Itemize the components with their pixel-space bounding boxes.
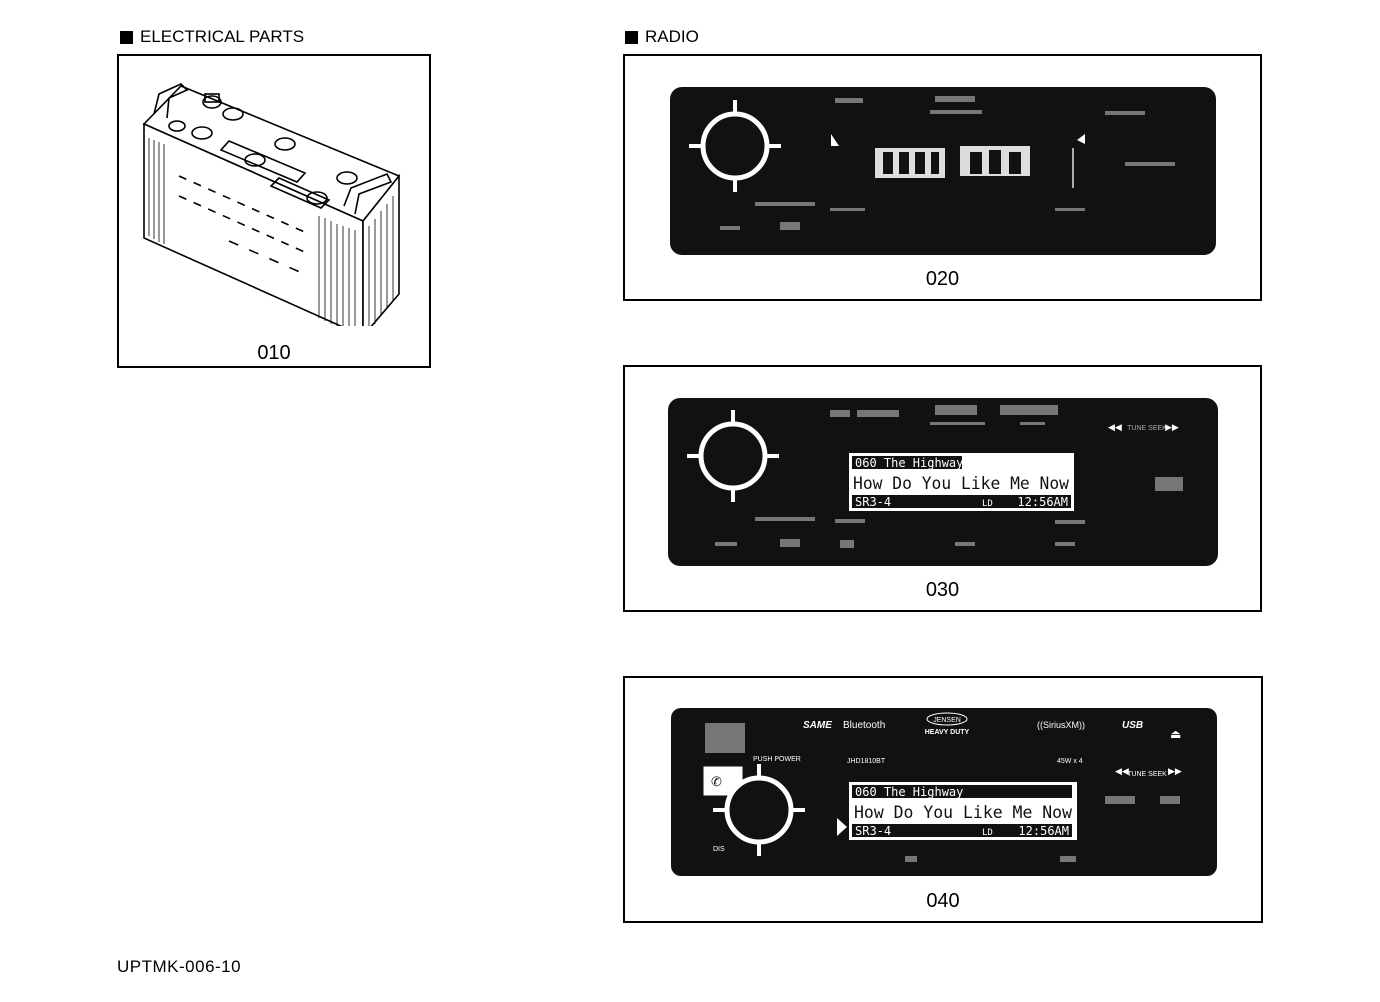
radio-030-lcd-line2: How Do You Like Me Now: [853, 474, 1070, 494]
radio-030-lcd-line1: 060 The Highway: [855, 456, 963, 470]
radio-030-seek-back-icon: ◀◀: [1108, 422, 1122, 432]
radio-040-tune-seek: TUNE SEEK: [1127, 771, 1167, 778]
radio-030-illustration: ◀◀ ▶▶ TUNE SEEK 060 The Highway How Do Y…: [668, 398, 1218, 566]
radio-040-model: JHD1810BT: [847, 758, 886, 765]
part-label-020: 020: [925, 268, 960, 290]
radio-040-lcd-line3-right: 12:56AM: [1018, 824, 1069, 838]
radio-040-heavy-duty: HEAVY DUTY: [925, 729, 970, 736]
section-title-electrical: ELECTRICAL PARTS: [120, 27, 304, 47]
radio-040-lcd-line2: How Do You Like Me Now: [854, 803, 1073, 823]
radio-040-lcd-line3-left: SR3-4: [855, 824, 891, 838]
radio-040-brand-logo: JENSEN: [933, 717, 961, 724]
radio-040-seek-back-icon: ◀◀: [1115, 766, 1129, 776]
radio-040-illustration: SAME Bluetooth JENSEN HEAVY DUTY ((Siriu…: [671, 708, 1217, 876]
radio-040-phone-icon: ✆: [711, 774, 722, 789]
radio-040-bluetooth-logo: Bluetooth: [843, 720, 885, 731]
section-title-radio: RADIO: [625, 27, 699, 47]
page-footer-code: UPTMK-006-10: [117, 957, 242, 976]
bullet-square-icon: [625, 30, 638, 44]
bullet-square-icon: [120, 30, 133, 44]
radio-020-illustration: [670, 87, 1216, 255]
radio-040-same-logo: SAME: [803, 720, 832, 731]
radio-040-siriusxm-logo: ((SiriusXM)): [1037, 720, 1085, 730]
part-label-010: 010: [257, 342, 291, 364]
section-title-electrical-text: ELECTRICAL PARTS: [140, 27, 305, 46]
radio-040-seek-fwd-icon: ▶▶: [1168, 766, 1182, 776]
radio-040-eject-icon: ⏏: [1170, 727, 1181, 741]
radio-030-lcd-line3-right: 12:56AM: [1017, 495, 1068, 509]
part-frame-040[interactable]: SAME Bluetooth JENSEN HEAVY DUTY ((Siriu…: [623, 676, 1263, 923]
radio-040-lcd-line1: 060 The Highway: [855, 785, 963, 799]
radio-040-watts: 45W x 4: [1057, 758, 1083, 765]
part-frame-020[interactable]: 020: [623, 54, 1262, 301]
radio-030-tune-seek: TUNE SEEK: [1127, 425, 1167, 432]
part-label-030: 030: [925, 579, 960, 601]
radio-040-usb-logo: USB: [1122, 720, 1143, 731]
radio-040-dis: DIS: [713, 846, 725, 853]
part-frame-030[interactable]: ◀◀ ▶▶ TUNE SEEK 060 The Highway How Do Y…: [623, 365, 1262, 612]
radio-030-seek-fwd-icon: ▶▶: [1165, 422, 1179, 432]
radio-030-lcd-line3-left: SR3-4: [855, 495, 891, 509]
radio-040-push-power: PUSH POWER: [753, 756, 801, 763]
part-label-040: 040: [926, 890, 960, 912]
radio-040-lcd-line3-mid: LD: [982, 828, 993, 838]
battery-illustration: [142, 83, 401, 326]
radio-030-lcd-line3-mid: LD: [982, 499, 993, 509]
section-title-radio-text: RADIO: [645, 27, 699, 46]
part-frame-010[interactable]: 010: [117, 54, 431, 368]
